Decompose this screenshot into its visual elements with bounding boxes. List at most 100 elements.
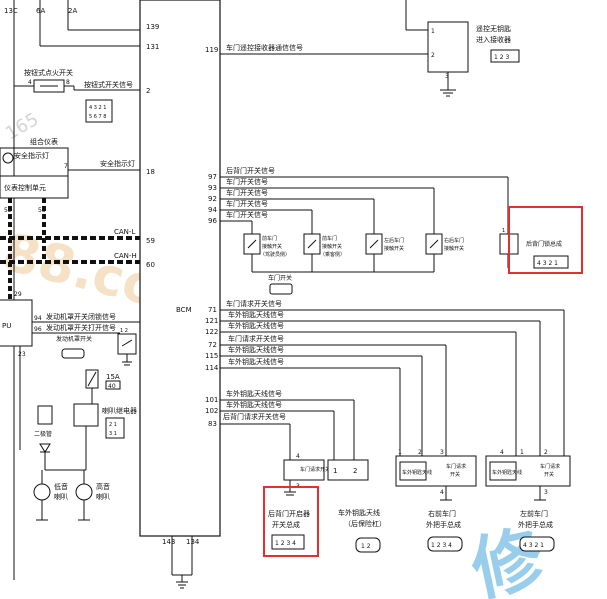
engine-open-signal: 发动机罩开关打开信号 [46, 323, 116, 332]
lh-request-label1: 车门请求 [540, 463, 560, 470]
door-switch-rear-right: 右后车门 接触开关 [425, 233, 464, 255]
rh-request-label1: 车门请求 [446, 463, 466, 470]
diode-label: 二极管 [34, 430, 52, 438]
meter-ctrl-label: 仪表控制单元 [4, 183, 46, 192]
receiver-title: 遥控无钥匙 [476, 24, 511, 33]
signal-tailgate-switch: 后背门开关信号 [226, 166, 275, 175]
meter-pin-52: 52 [4, 207, 12, 214]
door-switch-rl-l1: 左后车门 [384, 237, 404, 244]
door-contact-switches: 前车门 接触开关 （驾驶员侧） 前车门 接触开关 （乘客侧） 左后车门 接触开关… [243, 233, 464, 295]
horn-circuit: 15A 40 喇叭继电器 2 1 3 1 二极管 低音 喇叭 高音 喇叭 [33, 369, 137, 521]
door-switch-driver-l3: （驾驶员侧） [260, 251, 290, 258]
door-lock-switch-label: 车门开关 [268, 274, 292, 282]
bcm-pin-72: 72 [208, 341, 217, 349]
combo-meter-label: 组合仪表 [30, 137, 58, 146]
door-switch-passenger: 前车门 接触开关 （乘客侧） [303, 233, 345, 258]
tailgate-lock-label: 后背门锁总成 [526, 240, 562, 248]
lh-connector: 4 3 2 1 [523, 542, 544, 549]
signal-tailgate-request: 后背门请求开关信号 [223, 412, 286, 421]
tailgate-lock-assembly: 1 后背门锁总成 4 3 2 1 [499, 206, 583, 274]
signal-door-switch-3: 车门开关信号 [226, 199, 268, 208]
rh-pin-1: 1 [398, 449, 402, 456]
tailgate-lock-connector: 4 3 2 1 [537, 260, 558, 267]
door-switch-passenger-l2: 接触开关 [322, 243, 342, 250]
horn-relay-conn-bottom: 3 1 [109, 431, 117, 437]
receiver-title2: 进入接收器 [476, 35, 511, 44]
lh-label2: 外把手总成 [518, 520, 553, 529]
signal-door-request: 车门请求开关信号 [226, 299, 282, 308]
ecu-pin-29: 29 [14, 291, 22, 298]
fuse-6a-label: 6A [36, 7, 45, 15]
engine-hood-switch-icon [117, 333, 137, 355]
push-start-connector-top: 4 3 2 1 [89, 105, 107, 111]
engine-ecu: PU 94 96 23 发动机罩开关闭锁信号 发动机罩开关打开信号 发动机罩开关… [0, 299, 140, 450]
lh-pin-2: 2 [544, 449, 548, 456]
engine-lock-signal: 发动机罩开关闭锁信号 [46, 312, 116, 321]
push-start-pin-8: 8 [66, 79, 70, 86]
security-lamp-label: 安全指示灯 [14, 151, 49, 160]
bcm-pin-134: 134 [186, 538, 200, 546]
bcm-pin-96: 96 [208, 217, 217, 225]
door-switch-rl-l2: 接触开关 [384, 245, 404, 252]
receiver-pin-3: 3 [445, 73, 449, 80]
bcm-pin-2: 2 [146, 87, 150, 95]
bcm-module: BCM 139 131 2 18 59 60 143 134 [139, 0, 221, 589]
signal-door-request-2: 车门请求开关信号 [228, 334, 284, 343]
rh-antenna-label: 车外钥匙天线 [402, 469, 432, 476]
tg-pin-4: 4 [296, 453, 300, 460]
bcm-pin-115: 115 [205, 352, 218, 360]
lh-front-door-handle: 4 1 2 3 车外钥匙天线 车门请求 开关 左前车门 外把手总成 4 3 2 … [485, 449, 571, 552]
high-horn-icon [75, 483, 93, 501]
low-horn-icon [33, 483, 51, 501]
meter-pin-53: 53 [38, 207, 46, 214]
combo-meter: 组合仪表 安全指示灯 7 安全指示灯 仪表控制单元 52 53 [0, 137, 140, 214]
signal-door-switch-4: 车门开关信号 [226, 210, 268, 219]
rh-pin-2: 2 [418, 449, 422, 456]
bcm-pin-94: 94 [208, 206, 217, 214]
bcm-pin-92: 92 [208, 195, 217, 203]
push-start-switch: 按钮式点火开关 4 8 按钮式开关信号 4 3 2 1 5 6 7 8 [14, 68, 140, 123]
signal-remote-comm: 车门遥控接收器通信信号 [226, 43, 303, 52]
lh-request-label2: 开关 [544, 471, 554, 478]
lh-pin-4: 4 [500, 449, 504, 456]
ant-label1: 车外钥匙天线 [338, 508, 380, 517]
signal-outside-antenna-2: 车外钥匙天线信号 [228, 321, 284, 330]
bcm-pin-101: 101 [205, 396, 218, 404]
horn-relay-label: 喇叭继电器 [102, 406, 137, 415]
signal-door-switch-1: 车门开关信号 [226, 177, 268, 186]
bcm-pin-60: 60 [146, 261, 155, 269]
high-horn-label2: 喇叭 [96, 492, 110, 501]
lh-pin-3: 3 [544, 489, 548, 496]
low-horn-label: 低音 [54, 482, 68, 491]
door-switch-rr-l1: 右后车门 [444, 237, 464, 244]
ant-label2: （后保险杠） [344, 519, 386, 528]
watermark-xiu: 修 [464, 517, 550, 599]
door-switch-passenger-l3: （乘客侧） [320, 251, 345, 258]
engine-switch-pins: 1 2 [120, 328, 128, 334]
engine-switch-connector [61, 348, 85, 359]
fuse-13c-label: 13C [4, 7, 18, 15]
signal-outside-antenna-1: 车外钥匙天线信号 [228, 310, 284, 319]
tg-assy-label2: 开关总成 [272, 520, 300, 529]
tg-opener-highlight [263, 486, 319, 557]
tg-connector: 1 2 3 4 [275, 540, 296, 547]
fuse-40-label: 40 [108, 383, 116, 390]
door-switch-driver-l2: 接触开关 [262, 243, 282, 250]
bcm-pin-114: 114 [205, 364, 219, 372]
ant-connector: 1 2 [361, 543, 371, 550]
bcm-pin-97: 97 [208, 173, 217, 181]
bcm-pin-102: 102 [205, 407, 218, 415]
bcm-right-pins: 119 车门遥控接收器通信信号 97 后背门开关信号 93 车门开关信号 92 … [205, 43, 565, 460]
ant-pin-2: 2 [353, 467, 357, 475]
tg-assy-label1: 后背门开启器 [268, 509, 310, 518]
rh-front-door-handle: 1 2 3 4 车外钥匙天线 车门请求 开关 右前车门 外把手总成 1 2 3 … [395, 449, 477, 552]
remote-receiver: 1 2 3 遥控无钥匙 进入接收器 1 2 3 [405, 0, 520, 97]
receiver-connector: 1 2 3 [494, 54, 509, 61]
bcm-pin-122: 122 [205, 328, 218, 336]
tailgate-opener-switch: 4 3 车门请求开关 后背门开启器 开关总成 1 2 3 4 [263, 453, 330, 557]
rh-request-label2: 开关 [450, 471, 460, 478]
rh-pin-3: 3 [440, 449, 444, 456]
push-start-signal: 按钮式开关信号 [84, 80, 133, 89]
